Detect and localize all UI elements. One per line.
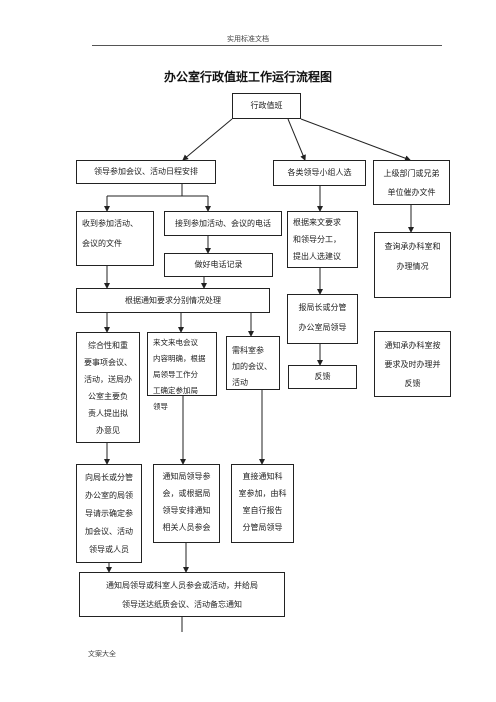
node-received-call: 接到参加活动、会议的电话: [164, 211, 282, 236]
node-check-office: 查询承办科室和 办理情况: [374, 232, 451, 298]
node-upper-dept: 上级部门或兄弟 单位催办文件: [373, 160, 450, 205]
node-handle-by-notice: 根据通知要求分别情况处理: [76, 288, 270, 313]
node-comprehensive: 综合性和重 要事项会议、 活动，送局办 公室主要负 责人提出拟 办意见: [76, 332, 140, 443]
node-request-leader: 向局长或分管 办公室的局领 导请示确定参 加会议、活动 领导或人员: [76, 464, 142, 563]
arrow-root-mid: [287, 118, 306, 161]
node-feedback: 反馈: [288, 365, 357, 389]
node-report-leader: 报局长或分管 办公室局领导: [287, 294, 358, 344]
node-notify-bureau: 通知局领导参 会，或根据局 领导安排通知 相关人员参会: [153, 464, 220, 543]
page-title: 办公室行政值班工作运行流程图: [163, 70, 332, 84]
node-group-select: 各类领导小组人选: [273, 160, 366, 186]
arrow-root-right: [300, 118, 411, 162]
node-dept-attend: 需科室参 加的会议、 活动: [226, 336, 280, 390]
node-final-notify: 通知局领导或科室人员参会或活动，并给局 领导送达纸质会议、活动备忘通知: [79, 572, 285, 617]
header-divider: [92, 45, 442, 46]
node-direct-notify: 直接通知科 室参加，由科 室自行报告 分管局领导: [231, 464, 294, 543]
page-header: 实用标准文档: [227, 35, 269, 43]
node-root: 行政值班: [232, 93, 301, 119]
page-footer: 文案大全: [88, 650, 116, 658]
node-leader-schedule: 领导参加会议、活动日程安排: [76, 160, 216, 184]
node-notify-handle: 通知承办科室按 要求及时办理并 反馈: [374, 331, 451, 397]
arrow-root-left: [182, 118, 233, 161]
node-incoming-clear: 来文来电会议 内容明确，根据 局领导工作分 工确定参加局 领导: [147, 332, 217, 411]
node-based-on-docs: 根据来文要求 和领导分工， 提出人选建议: [287, 211, 358, 268]
node-received-docs: 收到参加活动、 会议的文件: [76, 211, 154, 266]
node-phone-record: 做好电话记录: [164, 253, 273, 277]
